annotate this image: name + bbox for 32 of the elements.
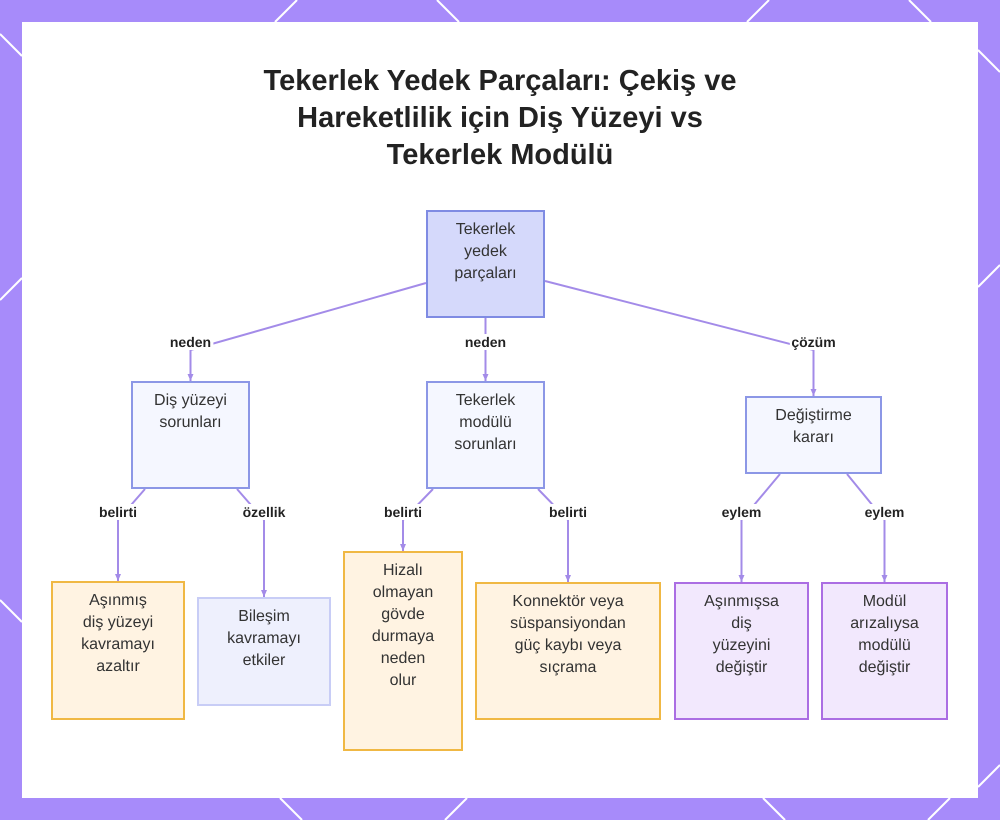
node-label: Aşınmış diş yüzeyi kavramayı azaltır <box>80 591 156 677</box>
symptom-box <box>343 551 463 751</box>
edge-label: belirti <box>96 504 140 520</box>
edge-label: neden <box>462 334 508 350</box>
edge-label: çözüm <box>789 334 838 350</box>
category-box <box>131 381 250 489</box>
connector-arrow <box>544 280 816 396</box>
node-label: Modül arızalıysa modülü değiştir <box>849 592 920 678</box>
category-box <box>426 381 545 489</box>
node-label: Diş yüzeyi sorunları <box>153 391 228 433</box>
edge-label: belirti <box>382 504 424 520</box>
diagram-title: Tekerlek Yedek Parçaları: Çekiş ve Hareketlilik için Diş Yüzeyi vs Tekerlek Modülü <box>262 64 738 173</box>
node-label: Tekerlek modülü sorunları <box>453 391 518 455</box>
symptom-box <box>51 581 185 720</box>
edge-label: eylem <box>862 504 906 520</box>
edge-label: neden <box>168 334 214 350</box>
node-label: Değiştirme kararı <box>774 406 853 448</box>
edge-label: özellik <box>240 504 288 520</box>
connector-arrow <box>188 282 426 381</box>
edge-label: eylem <box>720 504 764 520</box>
action-box <box>821 582 948 720</box>
category-box <box>745 396 882 474</box>
topic-box <box>426 210 545 318</box>
symptom-box <box>475 582 661 720</box>
node-label: Tekerlek yedek parçaları <box>453 220 518 284</box>
node-label: Aşınmışsa diş yüzeyini değiştir <box>704 592 780 678</box>
edge-label: belirti <box>546 504 590 520</box>
feature-box <box>197 597 331 706</box>
action-box <box>674 582 809 720</box>
node-label: Hizalı olmayan gövde durmaya neden olur <box>370 561 436 691</box>
node-label: Konnektör veya süspansiyondan güç kaybı veya sıçrama <box>509 592 627 678</box>
node-label: Bileşim kavramayı etkiler <box>226 607 302 671</box>
